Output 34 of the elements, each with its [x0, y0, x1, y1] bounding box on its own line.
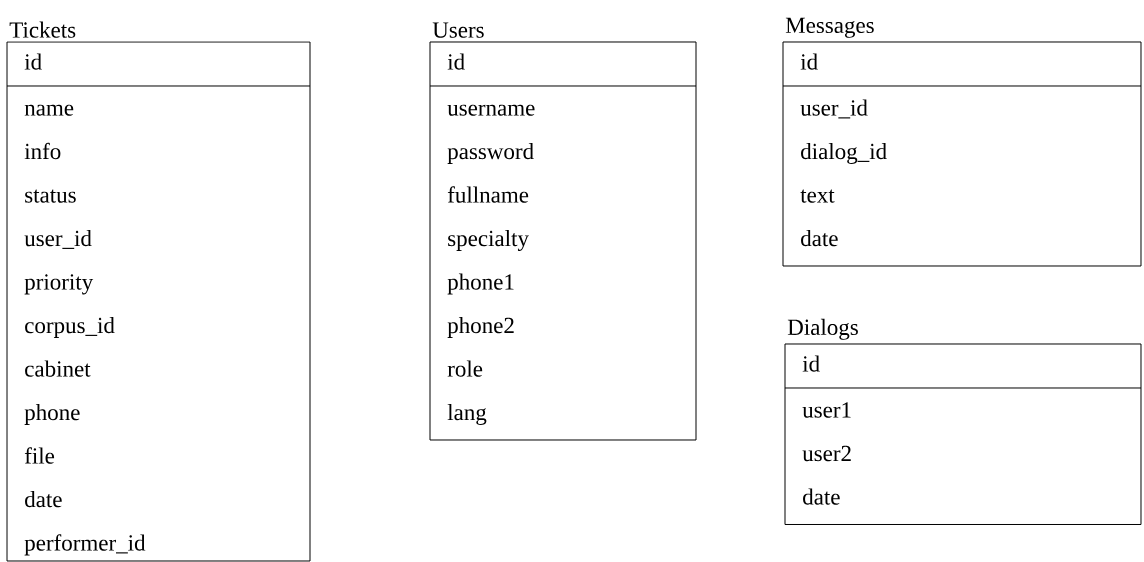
field-name: dialog_id	[801, 143, 887, 164]
field-name: name	[24, 104, 74, 116]
field-name: fullname	[447, 186, 529, 203]
field-name: date	[25, 491, 62, 508]
field-name: performer_id	[24, 534, 146, 556]
field-name: username	[447, 104, 535, 116]
field-name: phone2	[447, 317, 514, 338]
key-field: id	[447, 53, 465, 70]
field-name: info	[24, 142, 61, 160]
field-name: user1	[802, 402, 851, 418]
field-name: cabinet	[25, 360, 91, 377]
field-name: phone	[24, 404, 80, 425]
field-name: lang	[447, 404, 487, 425]
field-name: file	[24, 447, 55, 464]
field-name: password	[447, 143, 534, 164]
field-name: phone1	[447, 273, 514, 295]
field-name: user_id	[24, 230, 92, 249]
table-title: Users	[432, 22, 484, 38]
field-name: date	[803, 488, 840, 505]
table-title: Dialogs	[787, 318, 858, 340]
field-name: text	[800, 189, 835, 203]
field-name: user_id	[800, 99, 868, 119]
key-field: id	[24, 53, 42, 70]
table-title: Messages	[785, 17, 874, 38]
table-title: Tickets	[9, 21, 76, 38]
field-name: specialty	[448, 230, 529, 251]
field-name: priority	[24, 274, 94, 295]
key-field: id	[800, 53, 818, 70]
field-name: role	[447, 360, 483, 377]
field-name: date	[801, 230, 838, 247]
field-name: corpus_id	[25, 317, 115, 338]
field-name: status	[25, 189, 76, 203]
field-name: user2	[802, 445, 851, 462]
key-field: id	[802, 355, 820, 372]
